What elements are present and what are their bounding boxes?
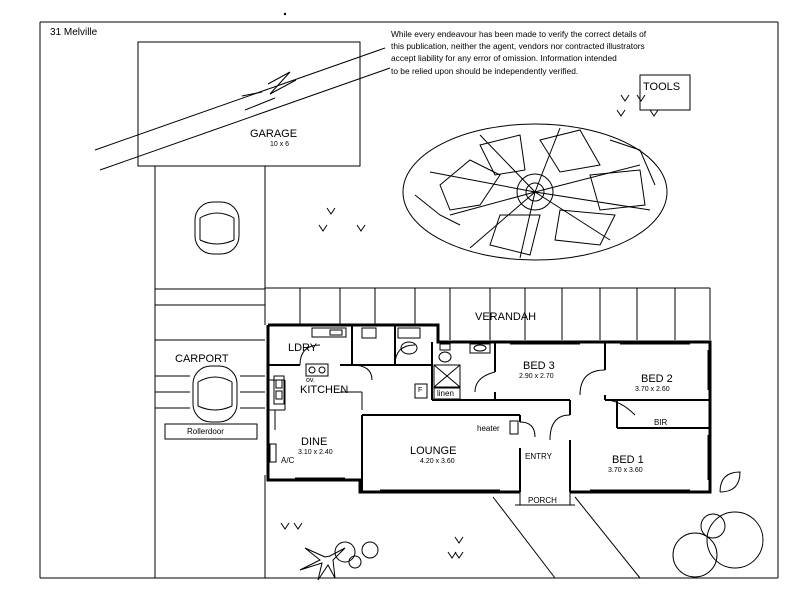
- lounge-label: LOUNGE: [410, 445, 457, 457]
- linen-cupboard: [433, 387, 461, 400]
- kitchen-sink-icon: [273, 375, 285, 405]
- lounge-dimensions: 4.20 x 3.60: [420, 458, 455, 465]
- page-frame: [39, 21, 779, 579]
- shower-icon: [433, 364, 461, 388]
- car-icon: [192, 365, 238, 423]
- heater-icon: [509, 420, 519, 435]
- fridge-label: F: [418, 387, 423, 394]
- carport-label: CARPORT: [175, 353, 229, 365]
- garage: [94, 41, 391, 171]
- grass-tuft-icon: [280, 94, 659, 559]
- bed1-dimensions: 3.70 x 3.60: [608, 467, 643, 474]
- fridge-icon: [414, 383, 428, 399]
- dine-label: DINE: [301, 436, 328, 448]
- laundry-label: LDRY: [288, 342, 318, 354]
- kitchen-label: KITCHEN: [300, 384, 349, 396]
- toilet-icon: [438, 343, 452, 363]
- toilet-icon: [361, 327, 421, 355]
- verandah-label: VERANDAH: [475, 311, 537, 323]
- oven-label: ov.: [306, 377, 315, 384]
- disclaimer-line: accept liability for any error of omissi…: [391, 53, 617, 64]
- doors: [299, 344, 741, 493]
- bed1-label: BED 1: [612, 454, 644, 466]
- interior-walls: [268, 325, 710, 492]
- bir-label: BIR: [654, 418, 668, 427]
- disclaimer-text: While every endeavour has been made to v…: [391, 28, 781, 77]
- sink-icon: [311, 327, 347, 338]
- tools-label: TOOLS: [643, 81, 681, 93]
- entry-label: ENTRY: [525, 452, 552, 461]
- property-address: 31 Melville: [50, 27, 98, 38]
- garage-dimensions: 10 x 6: [270, 141, 290, 148]
- disclaimer-line: While every endeavour has been made to v…: [391, 29, 647, 39]
- verandah: [265, 287, 711, 340]
- sink-icon: [469, 343, 491, 354]
- driveway: [154, 166, 266, 578]
- porch-label: PORCH: [528, 496, 557, 505]
- heater-label: heater: [477, 424, 500, 433]
- porch-path: [492, 492, 641, 579]
- bed2-label: BED 2: [641, 373, 673, 385]
- bed2-dimensions: 3.70 x 2.60: [635, 386, 670, 393]
- bed3-dimensions: 2.90 x 2.70: [519, 373, 554, 380]
- dine-dimensions: 3.10 x 2.40: [298, 449, 333, 456]
- stove-icon: [305, 363, 329, 377]
- linen-label: linen: [437, 389, 454, 398]
- rollerdoor-label: Rollerdoor: [187, 427, 224, 436]
- shrub-icon: [334, 511, 764, 578]
- garage-label: GARAGE: [250, 128, 298, 140]
- page-mark: [283, 12, 287, 16]
- carport: [155, 288, 265, 440]
- disclaimer-line: to be relied upon should be independentl…: [391, 65, 579, 76]
- bed3-label: BED 3: [523, 360, 555, 372]
- disclaimer-line: this publication, neither the agent, ven…: [391, 41, 645, 52]
- ac-icon: [269, 443, 277, 463]
- ac-label: A/C: [281, 456, 295, 465]
- kitchen-bench: [268, 379, 363, 411]
- house-walls: [266, 323, 712, 494]
- plant-icon: [299, 547, 346, 581]
- car-icon: [194, 201, 240, 255]
- tree-icon: [402, 123, 668, 261]
- tools-shed: [639, 74, 691, 111]
- windows: [267, 343, 709, 491]
